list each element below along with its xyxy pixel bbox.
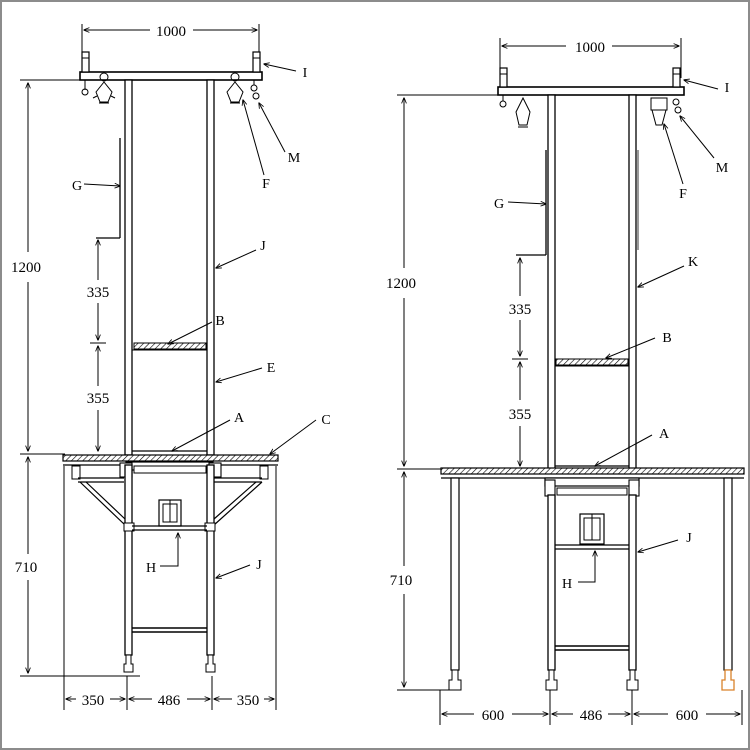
left-dim-710-text: 710 [15, 560, 38, 576]
left-callout-f: F [262, 177, 270, 192]
right-outer-leg-left [450, 477, 460, 671]
right-dim-bottom-mid-text: 486 [580, 708, 603, 724]
right-callout-m: M [716, 161, 729, 176]
left-callout-h: H [146, 561, 156, 576]
right-lamp-assembly-left [499, 67, 531, 128]
right-dim-355-text: 355 [509, 407, 532, 423]
right-shelf-b [555, 358, 629, 366]
left-post-left [124, 79, 133, 456]
left-callout-e: E [267, 361, 276, 376]
right-callout-g: G [494, 197, 504, 212]
right-dim-bottom-left-text: 600 [482, 708, 505, 724]
right-dim-top-text: 1000 [575, 40, 605, 56]
right-dim-top: 1000 [499, 38, 682, 78]
left-elevation: 1000 [11, 24, 331, 710]
left-callout-a: A [234, 411, 245, 426]
left-shelf-b [133, 342, 207, 350]
right-top-beam [497, 86, 685, 96]
left-dim-bottom-left-text: 350 [82, 693, 105, 709]
left-dim-355-text: 355 [87, 391, 110, 407]
left-dim-bottom-mid-text: 486 [158, 693, 181, 709]
left-side-brackets [78, 477, 263, 526]
right-callout-b: B [662, 331, 671, 346]
left-callout-g: G [72, 179, 82, 194]
right-dim-bottom-right-text: 600 [676, 708, 699, 724]
right-callout-a: A [659, 427, 670, 442]
left-post-left-lower [124, 464, 133, 656]
left-dim-335-text: 335 [87, 285, 110, 301]
right-dim-1200-text: 1200 [386, 276, 416, 292]
left-callout-m: M [288, 151, 301, 166]
right-dim-710-text: 710 [390, 573, 413, 589]
left-post-right-lower [206, 464, 215, 656]
right-h-fixture [579, 513, 605, 545]
left-top-beam [79, 71, 263, 81]
right-post-right-lower [628, 494, 637, 671]
left-lamp-assembly-left [81, 51, 116, 104]
left-callout-b: B [215, 314, 224, 329]
right-callout-i: I [725, 81, 730, 96]
right-callout-h: H [562, 577, 572, 592]
left-dim-top: 1000 [81, 24, 260, 60]
left-lamp-assembly-right [226, 51, 261, 104]
left-worktop [62, 454, 279, 462]
right-outer-leg-right [723, 477, 733, 671]
left-dim-bottom-right-text: 350 [237, 693, 260, 709]
right-elevation: 1000 [386, 38, 745, 725]
left-h-fixture [158, 499, 182, 527]
right-lamp-assembly-right [650, 67, 682, 126]
left-dim-1200-text: 1200 [11, 260, 41, 276]
left-callout-j-lower: J [256, 558, 262, 573]
left-callout-c: C [321, 413, 330, 428]
left-feet [123, 654, 216, 673]
left-dim-top-text: 1000 [156, 24, 186, 40]
left-post-right [206, 79, 215, 456]
right-callout-f: F [679, 187, 687, 202]
right-dim-335-text: 335 [509, 302, 532, 318]
right-post-left [547, 94, 556, 471]
right-callout-j: J [686, 531, 692, 546]
right-worktop [440, 467, 745, 475]
left-callout-i: I [303, 66, 308, 81]
left-callout-j-upper: J [260, 239, 266, 254]
right-callout-k: K [688, 255, 698, 270]
right-post-left-lower [547, 494, 556, 671]
right-post-right [628, 94, 637, 471]
